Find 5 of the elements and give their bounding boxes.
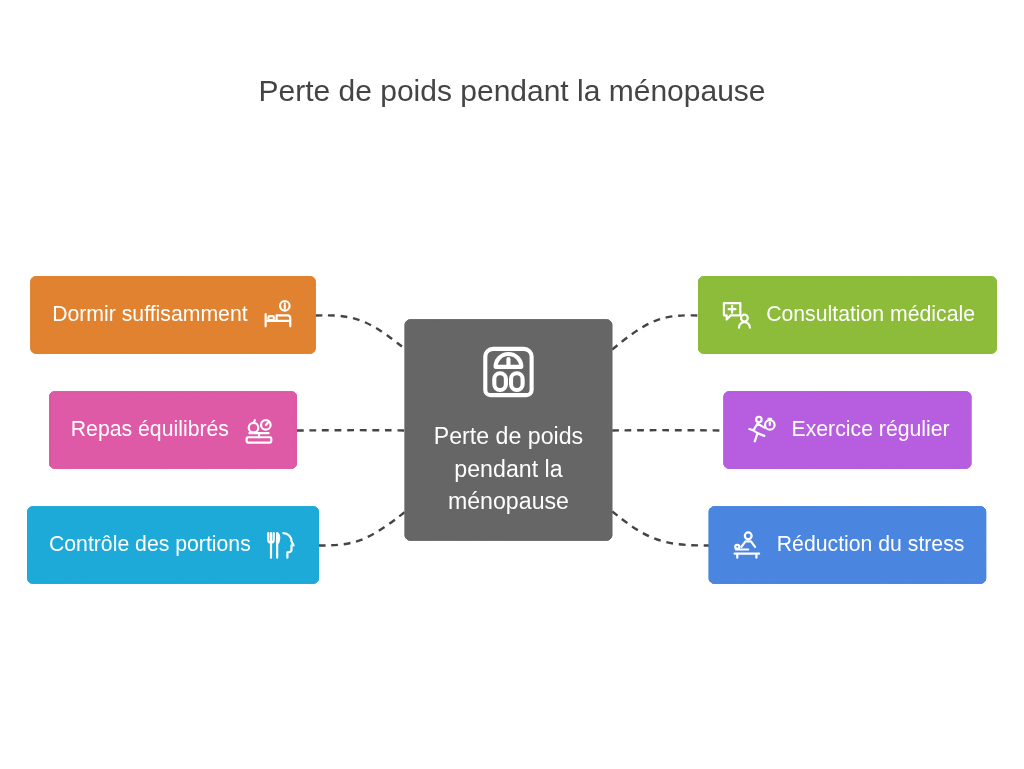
connector bbox=[318, 510, 407, 547]
title: Perte de poids pendant la ménopause bbox=[258, 74, 766, 108]
connector bbox=[611, 510, 710, 547]
connector bbox=[296, 428, 406, 432]
connector bbox=[611, 314, 700, 351]
